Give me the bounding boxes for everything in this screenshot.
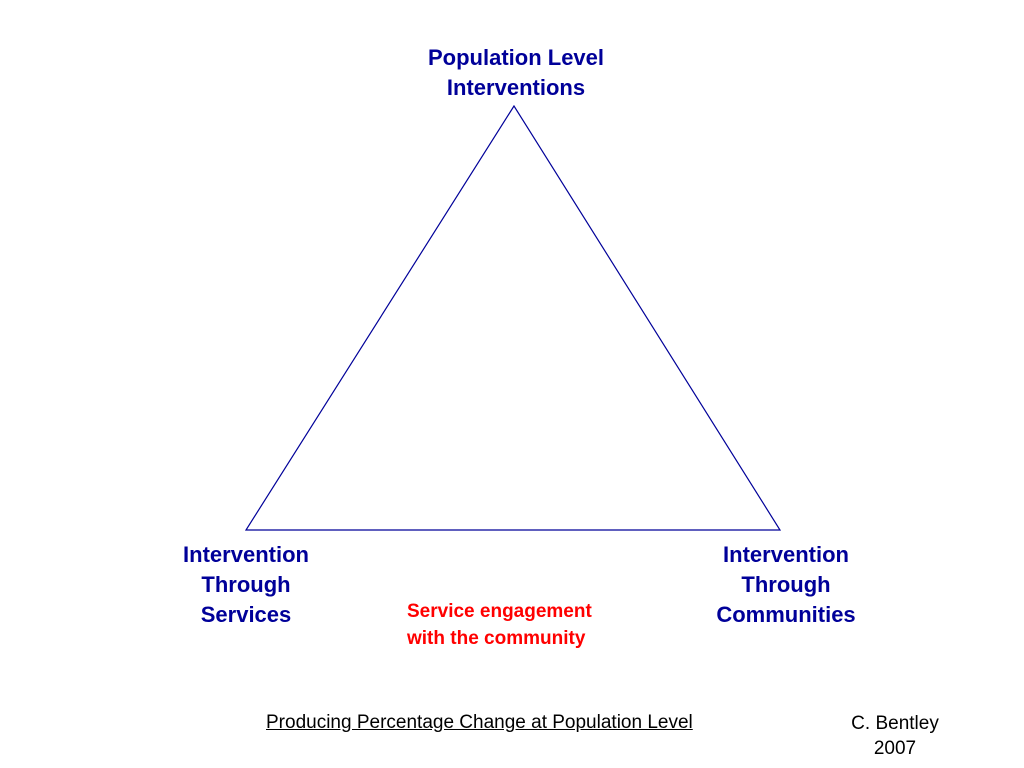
node-population-level-interventions: Population Level Interventions: [366, 43, 666, 103]
edge-label-line: Service engagement: [407, 601, 592, 622]
triangle-outline: [244, 104, 782, 531]
node-intervention-through-services: Intervention Through Services: [146, 540, 346, 630]
edge-label-line: with the community: [407, 628, 586, 649]
slide-caption: Producing Percentage Change at Populatio…: [266, 712, 693, 733]
node-label-line: Communities: [716, 602, 856, 627]
node-label-line: Intervention: [183, 542, 309, 567]
author-name: C. Bentley: [851, 713, 939, 734]
author-credit: C. Bentley 2007: [820, 711, 970, 761]
node-label-line: Intervention: [723, 542, 849, 567]
node-label-line: Interventions: [446, 75, 586, 100]
node-intervention-through-communities: Intervention Through Communities: [686, 540, 886, 630]
node-label-line: Through: [201, 572, 291, 597]
node-label-line: Services: [200, 602, 292, 627]
node-label-line: Population Level: [427, 45, 605, 70]
node-label-line: Through: [741, 572, 831, 597]
author-year: 2007: [873, 738, 917, 759]
edge-label-service-engagement: Service engagement with the community: [407, 598, 592, 652]
